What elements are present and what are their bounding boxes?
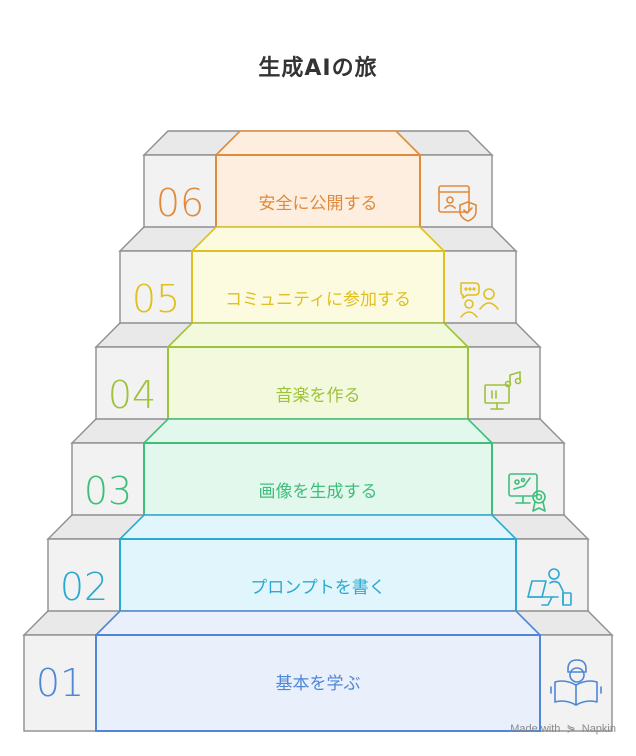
step-label: コミュニティに参加する xyxy=(225,290,411,310)
certificate-shield-icon xyxy=(438,185,477,222)
step-color-tread xyxy=(214,130,422,156)
napkin-brand-text: Napkin xyxy=(581,723,616,735)
diagram-title: 生成AIの旅 xyxy=(258,56,378,81)
reader-book-icon xyxy=(550,659,602,706)
music-monitor-icon xyxy=(484,371,522,410)
step-color-tread xyxy=(142,418,494,444)
person-laptop-icon xyxy=(527,568,572,606)
step-label: 基本を学ぶ xyxy=(276,674,361,694)
step-number: 06 xyxy=(156,181,204,225)
step-color-tread xyxy=(166,322,470,348)
step-number: 01 xyxy=(36,661,84,705)
step-number: 02 xyxy=(60,565,108,609)
napkin-watermark: Made with ⋟ Napkin xyxy=(510,722,616,735)
step-label: 安全に公開する xyxy=(259,194,378,214)
step-color-tread xyxy=(118,514,518,540)
step-number: 03 xyxy=(84,469,132,513)
step-color-tread xyxy=(190,226,446,252)
step-number: 05 xyxy=(132,277,180,321)
napkin-logo-icon: ⋟ xyxy=(566,723,576,735)
step-color-tread xyxy=(94,610,542,636)
step-label: プロンプトを書く xyxy=(250,578,386,598)
step-label: 音楽を作る xyxy=(276,386,361,406)
art-award-icon xyxy=(508,473,546,512)
step-number: 04 xyxy=(108,373,156,417)
step-01: 01 基本を学ぶ xyxy=(22,610,614,732)
step-label: 画像を生成する xyxy=(259,482,378,502)
made-with-text: Made with xyxy=(510,723,561,735)
step-color-riser xyxy=(95,634,541,732)
community-chat-icon xyxy=(460,282,499,318)
